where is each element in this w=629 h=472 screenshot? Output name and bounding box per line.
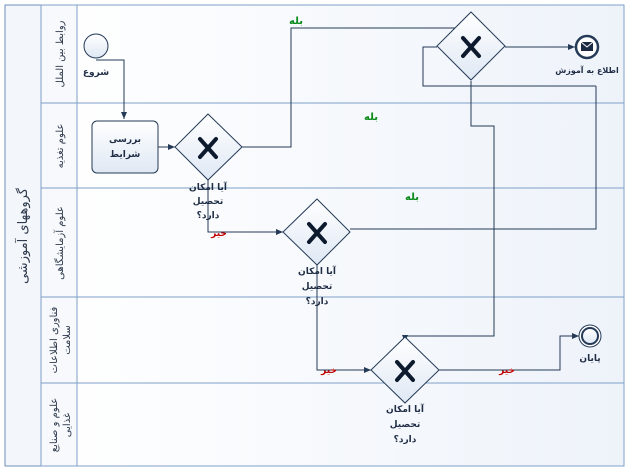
flow-label-no: خیر	[498, 366, 515, 376]
lane-label: علوم و صنایع	[49, 398, 60, 452]
gateway-label: دارد؟	[197, 211, 220, 221]
lane-label: علوم آزمایشگاهی	[53, 206, 66, 280]
exclusive-x-icon	[198, 137, 218, 159]
pool-header	[4, 4, 42, 467]
exclusive-x-icon	[395, 360, 415, 382]
exclusive-x-icon	[461, 36, 481, 58]
flow-gateway1-no	[207, 180, 283, 235]
flow-label-yes: بله	[289, 16, 303, 27]
flow-loop-to-gateway4	[350, 86, 597, 230]
gateway-label: دارد؟	[394, 435, 417, 445]
lanes: روابط بین الملل علوم تغذیه علوم آزمایشگا…	[40, 4, 625, 467]
end-event-label: پایان	[579, 354, 600, 364]
lane-nutrition: علوم تغذیه	[40, 102, 625, 189]
gateway-label: دارد؟	[306, 297, 329, 307]
flow-gateway4-left-loop	[422, 46, 596, 87]
exclusive-x-icon	[307, 222, 327, 244]
start-event[interactable]: شروع	[83, 33, 109, 78]
envelope-icon	[580, 41, 594, 51]
lane-label: روابط بین الملل	[55, 20, 66, 87]
start-event-label: شروع	[83, 68, 109, 78]
gateway-label: تحصیل	[193, 197, 223, 207]
flow-label-no: خیر	[320, 366, 337, 376]
gateway-1[interactable]: آیا امکان تحصیل دارد؟	[174, 113, 243, 221]
end-event[interactable]: پایان	[578, 324, 602, 364]
lane-label: علوم تغذیه	[55, 124, 66, 169]
task-check-conditions[interactable]: بررسی شرایط	[91, 120, 159, 174]
gateway-4[interactable]	[436, 11, 506, 81]
flow-label-yes: بله	[364, 112, 378, 123]
notify-label: اطلاع به آموزش	[555, 65, 619, 76]
gateway-3[interactable]: آیا امکان تحصیل دارد؟	[370, 336, 440, 445]
task-label: بررسی	[109, 135, 141, 145]
task-label: شرایط	[110, 150, 141, 160]
lane-health-it: فناوری اطلاعات سلامت	[40, 296, 625, 384]
flow-start-to-task	[96, 59, 127, 119]
lane-label: فناوری اطلاعات	[49, 306, 60, 373]
pool-label: گروههای آموزشی	[14, 187, 31, 284]
gateway-label: آیا امکان	[386, 403, 425, 415]
lane-food-science: علوم و صنایع غذایی	[40, 382, 625, 467]
flow-gateway3-to-end	[439, 333, 579, 371]
gateway-label: آیا امکان	[298, 265, 337, 277]
flow-label-yes: بله	[405, 192, 419, 203]
flow-label-no: خیر	[210, 229, 227, 239]
flow-gateway2-no	[316, 265, 371, 373]
lane-international-relations: روابط بین الملل	[40, 4, 625, 104]
lane-label: سلامت	[62, 325, 73, 355]
notify-education-event[interactable]: اطلاع به آموزش	[555, 34, 619, 76]
gateway-2[interactable]: آیا امکان تحصیل دارد؟	[282, 198, 351, 307]
gateway-label: آیا امکان	[189, 181, 228, 193]
gateway-label: تحصیل	[302, 282, 332, 292]
gateway-label: تحصیل	[390, 420, 420, 430]
lane-laboratory: علوم آزمایشگاهی	[40, 187, 625, 298]
lane-label: غذایی	[62, 413, 73, 437]
